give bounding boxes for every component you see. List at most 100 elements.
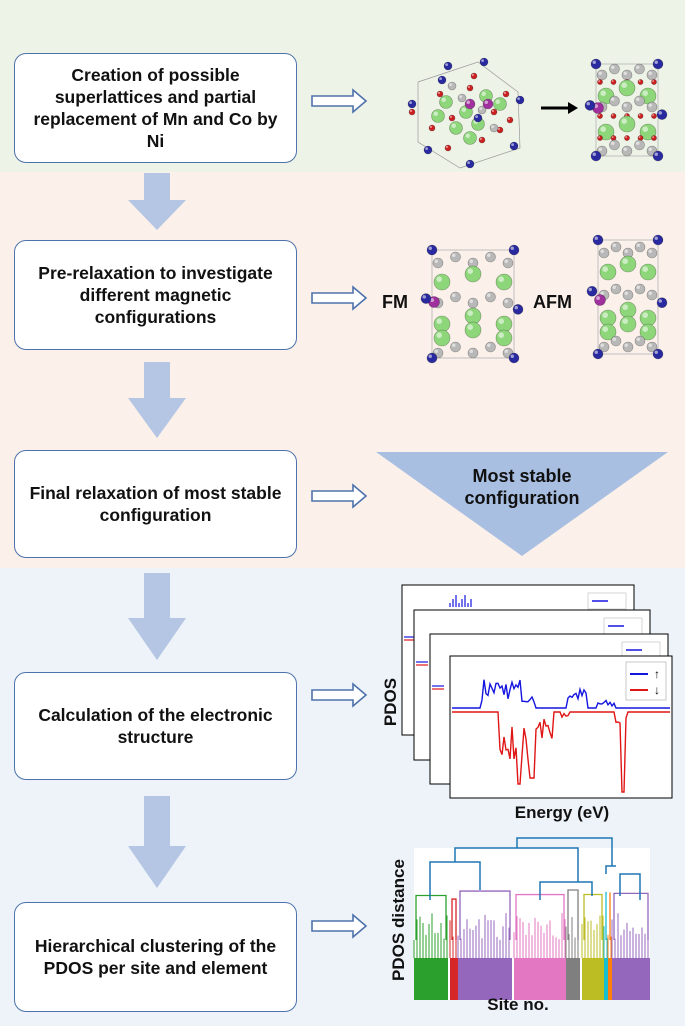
- cobalt-atom-highlight: [636, 285, 640, 289]
- cobalt-atom-highlight: [623, 147, 627, 151]
- cobalt-atom: [467, 347, 479, 359]
- oxygen-atom: [466, 84, 474, 92]
- cobalt-atom: [502, 297, 514, 309]
- manganese-atom: [652, 150, 664, 162]
- dendrogram-leaf-block: [514, 958, 566, 1000]
- manganese-atom-highlight: [481, 59, 484, 62]
- lithium-atom: [464, 265, 482, 283]
- dendrogram-cluster-link: [451, 898, 457, 940]
- oxygen-atom: [651, 113, 657, 119]
- flow-arrows: [128, 173, 186, 888]
- cobalt-atom: [432, 257, 444, 269]
- nickel-atom-highlight: [466, 100, 470, 104]
- oxygen-atom: [597, 113, 603, 119]
- transform-arrow-head: [568, 102, 578, 114]
- crystal-structure-superlattice: [584, 58, 668, 162]
- cobalt-atom-highlight: [600, 249, 604, 253]
- lithium-atom: [639, 309, 657, 327]
- lithium-atom-highlight: [441, 97, 446, 102]
- cobalt-atom: [646, 101, 658, 113]
- cobalt-atom-highlight: [487, 343, 491, 347]
- cobalt-atom-highlight: [452, 343, 456, 347]
- lithium-atom-highlight: [621, 82, 627, 88]
- manganese-atom: [586, 285, 598, 297]
- manganese-atom-highlight: [592, 152, 596, 156]
- lithium-atom: [618, 115, 636, 133]
- manganese-atom-highlight: [594, 350, 598, 354]
- manganese-atom: [656, 297, 668, 309]
- cobalt-atom: [621, 145, 633, 157]
- dendrogram-cluster-link: [613, 892, 649, 940]
- nickel-atom-highlight: [484, 100, 488, 104]
- oxygen-atom-highlight: [449, 115, 453, 118]
- stable-text-line1: Most stable: [472, 466, 571, 486]
- step-text: Hierarchical clustering of the PDOS per …: [34, 936, 277, 978]
- lithium-atom-highlight: [642, 326, 648, 333]
- pdos-plot-stack: ↑↓: [401, 584, 673, 799]
- cobalt-atom-highlight: [487, 293, 491, 297]
- oxygen-atom: [651, 135, 657, 141]
- cobalt-atom-highlight: [504, 299, 508, 303]
- dendrogram-leaf-block: [608, 958, 612, 1000]
- dendrogram-ylabel: PDOS distance: [389, 859, 408, 981]
- cobalt-atom-highlight: [611, 97, 615, 101]
- down-arrow: [128, 796, 186, 888]
- dendrogram-leaf-block: [566, 958, 580, 1000]
- pdos-legend: [625, 661, 667, 701]
- cobalt-atom: [485, 251, 496, 263]
- cobalt-atom: [457, 93, 467, 103]
- oxygen-atom-highlight: [437, 91, 441, 94]
- stable-text-line2: configuration: [465, 488, 580, 508]
- lithium-atom: [439, 95, 453, 109]
- cobalt-atom-highlight: [611, 65, 615, 69]
- lithium-atom-highlight: [498, 332, 505, 339]
- oxygen-atom-highlight: [409, 109, 413, 112]
- manganese-atom: [592, 234, 604, 246]
- manganese-atom: [465, 159, 475, 169]
- oxygen-atom: [637, 113, 644, 119]
- lithium-atom-highlight: [602, 266, 608, 273]
- oxygen-atom-highlight: [625, 114, 628, 116]
- oxygen-atom: [610, 113, 617, 119]
- dendrogram: [413, 837, 650, 1000]
- oxygen-atom-highlight: [491, 109, 495, 112]
- cobalt-atom: [622, 289, 634, 301]
- lithium-atom-highlight: [436, 276, 443, 283]
- dendrogram-link: [539, 881, 593, 900]
- cobalt-atom: [598, 247, 610, 259]
- cobalt-atom-highlight: [452, 293, 456, 297]
- lithium-atom-highlight: [642, 126, 648, 132]
- manganese-atom: [592, 348, 604, 360]
- lithium-atom: [495, 329, 513, 347]
- cobalt-atom-highlight: [491, 125, 494, 128]
- nickel-atom-highlight: [594, 104, 598, 108]
- oxygen-atom-highlight: [625, 136, 628, 138]
- nickel-atom: [594, 294, 606, 306]
- manganese-atom-highlight: [594, 236, 598, 240]
- crystal-structure-fm: [420, 244, 524, 364]
- cobalt-atom-highlight: [600, 343, 604, 347]
- manganese-atom-highlight: [658, 111, 662, 115]
- manganese-atom-highlight: [654, 60, 658, 64]
- lithium-atom-highlight: [436, 318, 443, 325]
- cobalt-atom: [634, 139, 645, 151]
- oxygen-atom-highlight: [652, 114, 655, 116]
- cobalt-atom: [609, 95, 620, 107]
- manganese-atom-highlight: [428, 246, 432, 250]
- cobalt-atom-highlight: [648, 71, 652, 75]
- manganese-atom: [473, 113, 483, 123]
- oxygen-atom: [597, 135, 603, 141]
- oxygen-atom: [470, 72, 478, 80]
- manganese-atom: [423, 145, 433, 155]
- afm-label: AFM: [533, 292, 572, 312]
- cobalt-atom: [609, 63, 620, 75]
- nickel-atom: [464, 98, 476, 110]
- oxygen-atom: [428, 124, 436, 132]
- right-arrow: [311, 913, 368, 939]
- manganese-atom-highlight: [517, 97, 520, 100]
- pdos-trace-up: [452, 679, 670, 709]
- cobalt-atom-highlight: [636, 97, 640, 101]
- step-text: Final relaxation of most stable configur…: [29, 483, 282, 525]
- lithium-atom: [619, 315, 637, 333]
- oxygen-atom-highlight: [611, 114, 614, 116]
